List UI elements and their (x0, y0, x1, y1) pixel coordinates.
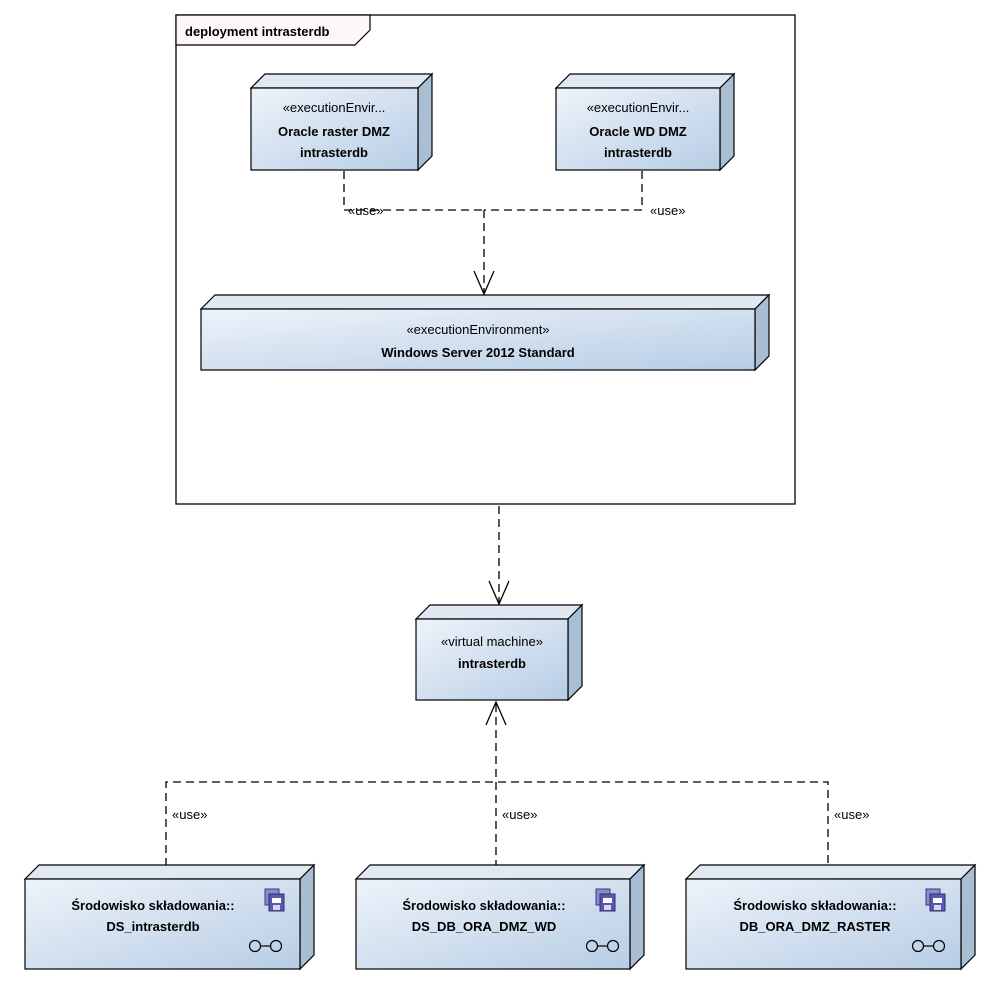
oracle-raster-host: intrasterdb (300, 145, 368, 160)
ds-intrasterdb-use-label: «use» (172, 807, 207, 822)
link-icon (248, 939, 283, 953)
node-oracle-raster-dmz[interactable]: «executionEnvir... Oracle raster DMZ int… (249, 72, 434, 172)
oracle-raster-use-label: «use» (348, 203, 383, 218)
storage-icon (595, 888, 616, 912)
node-ds-db-ora-dmz-wd[interactable]: Środowisko składowania:: DS_DB_ORA_DMZ_W… (354, 863, 646, 971)
oracle-wd-dependency-line (484, 171, 643, 211)
node-db-ora-dmz-raster[interactable]: Środowisko składowania:: DB_ORA_DMZ_RAST… (684, 863, 977, 971)
oracle-raster-use-connector[interactable]: «use» (343, 171, 484, 218)
windows-server-dependency[interactable] (473, 210, 495, 296)
oracle-wd-name: Oracle WD DMZ (589, 124, 687, 139)
storage-icon (925, 888, 946, 912)
vm-name: intrasterdb (458, 656, 526, 671)
oracle-raster-dependency-line (343, 171, 484, 211)
ds-db-ora-dmz-wd-package: Środowisko składowania:: (402, 898, 565, 913)
oracle-raster-stereotype: «executionEnvir... (283, 100, 386, 115)
vm-bottom-arrowhead (485, 700, 507, 726)
storage-to-vm-dependencies[interactable]: «use» «use» «use» (165, 700, 869, 866)
storage-icon (264, 888, 285, 912)
ds-db-ora-dmz-wd-use-label: «use» (502, 807, 537, 822)
link-icon (911, 939, 946, 953)
frame-to-vm-dependency[interactable] (488, 506, 510, 606)
oracle-wd-use-connector[interactable]: «use» (484, 171, 685, 218)
windows-server-name: Windows Server 2012 Standard (381, 345, 575, 360)
link-icon (585, 939, 620, 953)
oracle-wd-stereotype: «executionEnvir... (587, 100, 690, 115)
frame-tab (175, 14, 371, 46)
db-ora-dmz-raster-name: DB_ORA_DMZ_RASTER (740, 919, 892, 934)
oracle-raster-name: Oracle raster DMZ (278, 124, 390, 139)
vm-stereotype: «virtual machine» (441, 634, 543, 649)
ds-intrasterdb-package: Środowisko składowania:: (71, 898, 234, 913)
frame-label: deployment intrasterdb (185, 24, 330, 39)
db-ora-dmz-raster-use-label: «use» (834, 807, 869, 822)
windows-server-stereotype: «executionEnvironment» (406, 322, 549, 337)
storage-dependency-bus (165, 781, 829, 866)
oracle-wd-host: intrasterdb (604, 145, 672, 160)
node-virtual-machine[interactable]: «virtual machine» intrasterdb (414, 603, 584, 702)
node-ds-intrasterdb[interactable]: Środowisko składowania:: DS_intrasterdb (23, 863, 316, 971)
vm-arrowhead (488, 580, 510, 606)
oracle-wd-use-label: «use» (650, 203, 685, 218)
db-ora-dmz-raster-package: Środowisko składowania:: (733, 898, 896, 913)
node-windows-server[interactable]: «executionEnvironment» Windows Server 20… (199, 293, 771, 372)
node-oracle-wd-dmz[interactable]: «executionEnvir... Oracle WD DMZ intrast… (554, 72, 736, 172)
ds-intrasterdb-name: DS_intrasterdb (106, 919, 199, 934)
ds-db-ora-dmz-wd-name: DS_DB_ORA_DMZ_WD (412, 919, 556, 934)
windows-server-arrowhead (473, 270, 495, 296)
